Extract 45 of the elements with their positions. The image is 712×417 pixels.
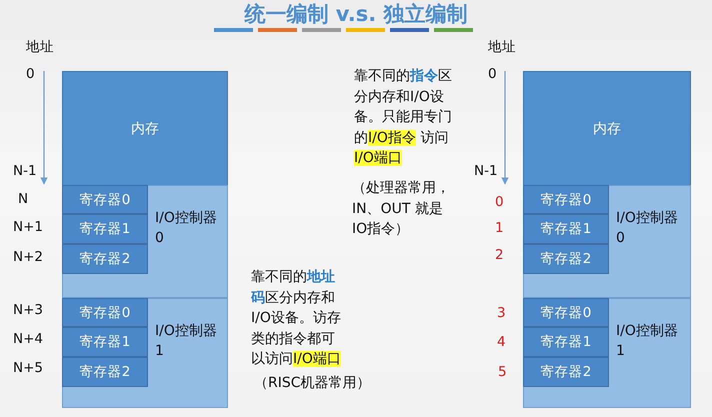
io-controller-block (62, 298, 228, 408)
address-label: N+5 (13, 360, 43, 376)
address-label: N (18, 191, 28, 207)
note-text: （RISC机器常用） (254, 374, 372, 393)
port-address-label: 0 (495, 194, 504, 210)
address-label: N+3 (13, 302, 43, 318)
address-label: 0 (488, 66, 497, 82)
port-address-label: 3 (497, 305, 506, 321)
register-block: 寄存器1 (62, 327, 148, 357)
register-block: 寄存器0 (523, 298, 609, 327)
io-controller-block (523, 185, 691, 298)
address-label: N-1 (13, 163, 37, 179)
note-text: 靠不同的指令区分内存和I/O设备。只能用专门的I/O指令 访问I/O端口 (354, 67, 453, 168)
register-block: 寄存器2 (62, 244, 148, 274)
address-label: 0 (26, 66, 35, 82)
address-label: N+2 (13, 249, 43, 265)
axis-title: 地址 (488, 38, 516, 56)
note-text: （处理器常用，IN、OUT 就是 IO指令） (352, 179, 451, 239)
address-label: N+4 (13, 331, 43, 347)
title: 统一编制 v.s. 独立编制 (244, 2, 468, 26)
port-address-label: 4 (497, 334, 506, 350)
io-controller-block (62, 185, 228, 298)
register-block: 寄存器1 (62, 214, 148, 244)
address-label: N-1 (474, 163, 498, 179)
memory-block: 内存 (62, 71, 228, 186)
register-block: 寄存器1 (523, 214, 609, 244)
memory-block: 内存 (523, 71, 691, 186)
port-address-label: 5 (498, 364, 507, 380)
register-block: 寄存器0 (62, 185, 148, 214)
port-address-label: 2 (495, 247, 504, 263)
controller-label: I/O控制器1 (616, 322, 679, 361)
note-text: 靠不同的地址码区分内存和I/O设备。访存类的指令都可以访问I/O端口 (251, 268, 342, 369)
register-block: 寄存器0 (62, 298, 148, 327)
register-block: 寄存器2 (62, 357, 148, 387)
controller-label: I/O控制器1 (155, 322, 218, 361)
register-block: 寄存器0 (523, 185, 609, 214)
axis-title: 地址 (26, 38, 54, 56)
port-address-label: 1 (495, 220, 504, 236)
controller-label: I/O控制器0 (616, 209, 679, 248)
register-block: 寄存器2 (523, 244, 609, 274)
register-block: 寄存器2 (523, 357, 609, 387)
controller-label: I/O控制器0 (155, 209, 218, 248)
address-label: N+1 (13, 219, 43, 235)
io-controller-block (523, 298, 691, 408)
register-block: 寄存器1 (523, 327, 609, 357)
